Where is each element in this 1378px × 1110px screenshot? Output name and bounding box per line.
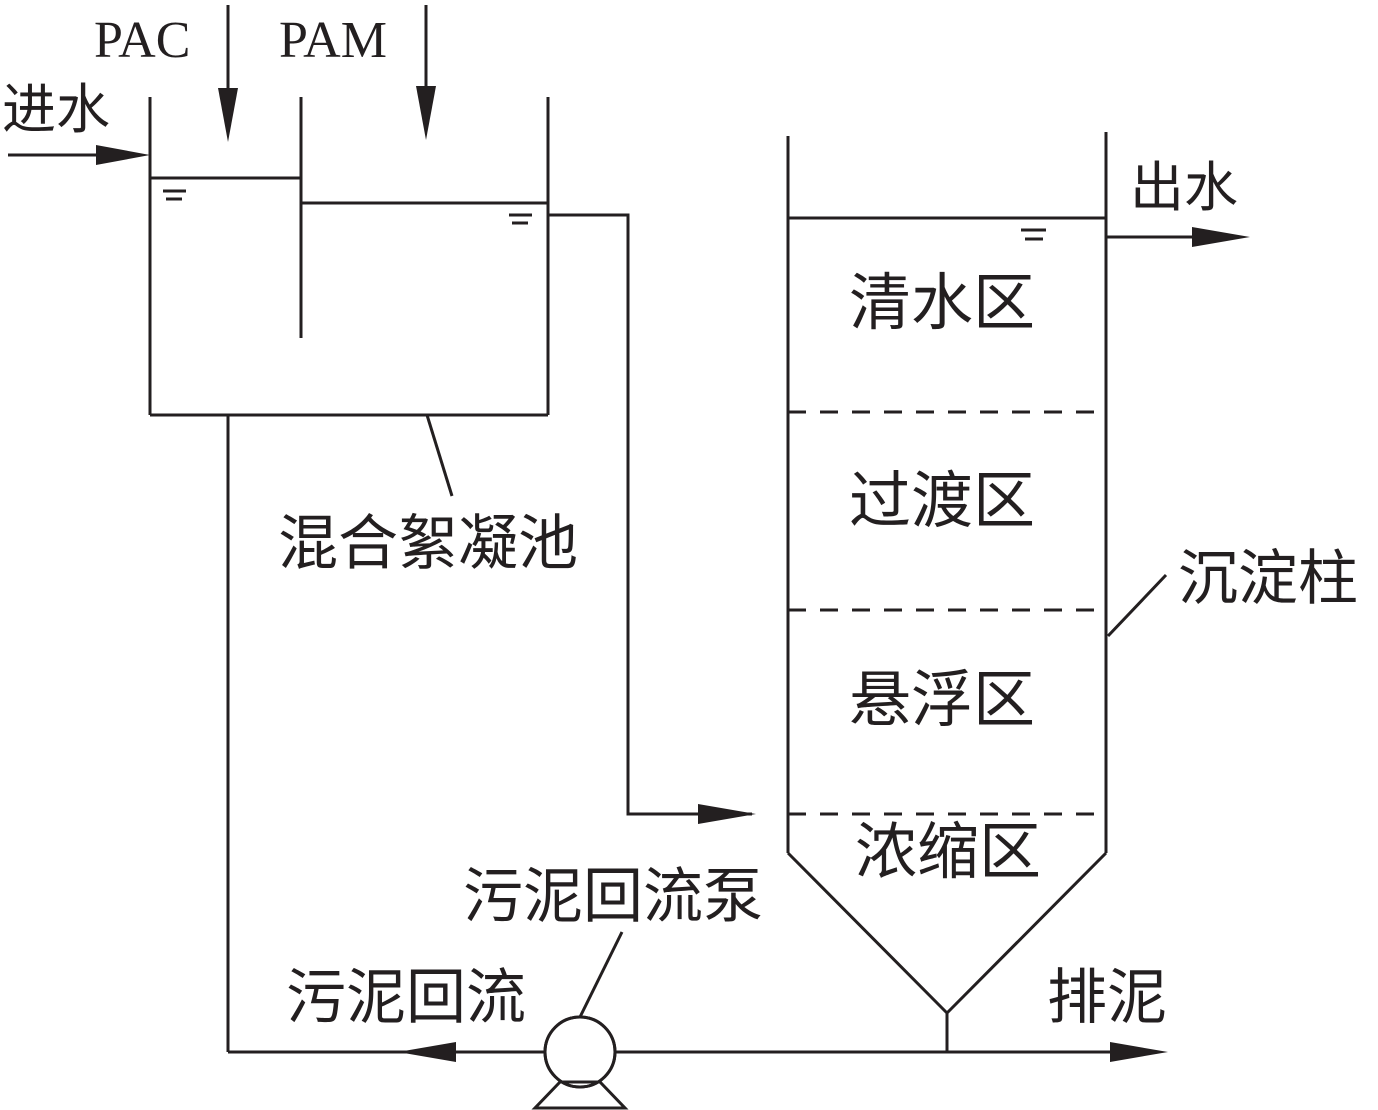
zone-suspension-label: 悬浮区 [849,663,1035,736]
mixing-tank [148,97,550,417]
inflow-label: 进水 [2,78,110,141]
mixing-tank-label: 混合絮凝池 [278,509,578,579]
zone-thickening-label: 浓缩区 [855,815,1041,888]
settling-column [786,132,1108,1015]
water-level-symbol [1021,228,1046,241]
sludge-pipe [226,415,1168,1062]
settling-column-leader [1106,573,1168,638]
outflow-label: 出水 [1130,156,1238,219]
sludge-return-pump-icon [531,1015,629,1110]
pac-label: PAC [94,12,190,69]
zone-clear-label: 清水区 [849,266,1035,339]
pam-dosing-arrow [416,5,436,140]
sludge-discharge-label: 排泥 [1047,963,1167,1033]
inflow-arrow [8,145,150,165]
pam-label: PAM [279,12,387,69]
water-level-symbol [163,189,186,201]
pump-leader [578,931,624,1018]
transfer-pipe [548,213,756,824]
water-level-symbol [509,213,532,225]
return-pump-label: 污泥回流泵 [463,862,763,932]
sludge-return-label: 污泥回流 [286,963,526,1033]
zone-transition-label: 过渡区 [849,464,1035,537]
settling-column-label: 沉淀柱 [1178,544,1358,614]
mixing-tank-leader [425,414,454,497]
pac-dosing-arrow [218,5,238,142]
outflow-arrow [1106,227,1250,247]
